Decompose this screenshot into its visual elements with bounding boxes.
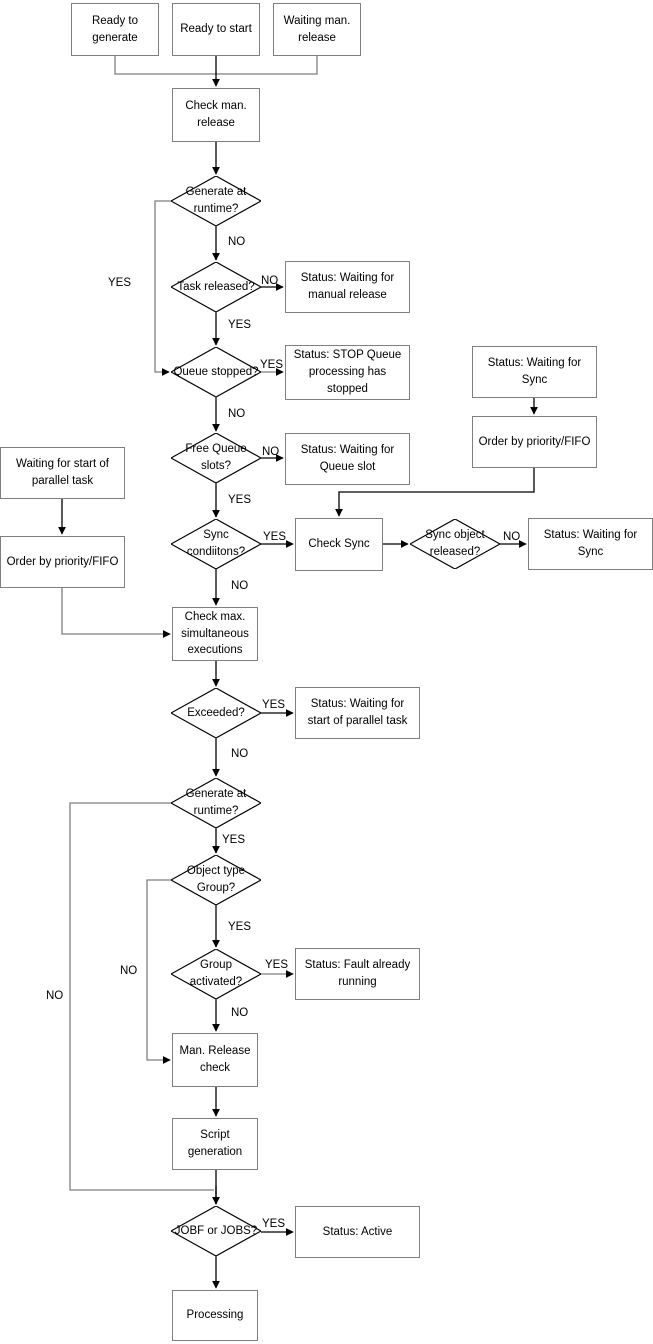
node-label: Ready to start	[180, 23, 252, 36]
edge-label-lbl-no-free-queue: NO	[262, 446, 280, 458]
node-script-generation: Script generation	[172, 1118, 258, 1170]
node-waiting-man-release: Waiting man. release	[273, 3, 361, 56]
edge-label-lbl-yes-generate-2: YES	[222, 834, 246, 846]
node-task-released: Task released?	[171, 262, 261, 312]
diamond-shape	[410, 519, 500, 569]
node-order-by-priority-left: Order by priority/FIFO	[0, 536, 125, 588]
node-label: Man. Release check	[179, 1045, 251, 1074]
edge-label-lbl-no-generate-2: NO	[46, 990, 64, 1002]
node-label: Generate at runtime?	[185, 186, 247, 215]
edge-label-lbl-no-queue: NO	[228, 408, 246, 420]
node-label: Processing	[186, 1309, 244, 1322]
diamond-shape	[171, 1206, 261, 1256]
node-label: Status: Active	[322, 1225, 393, 1238]
node-man-release-check: Man. Release check	[172, 1033, 258, 1087]
node-check-sync: Check Sync	[295, 518, 383, 571]
edge-label-lbl-yes-jobf: YES	[262, 1218, 286, 1230]
node-label: Waiting for start of parallel task	[16, 458, 109, 487]
node-label: Status: Waiting for manual release	[300, 272, 395, 301]
node-sync-conditions: Sync condiitons?	[171, 519, 261, 569]
node-status-stop-queue: Status: STOP Queue processing has stoppe…	[285, 345, 410, 400]
node-ready-to-generate: Ready to generate	[71, 3, 159, 56]
node-label: JOBF or JOBS?	[174, 1224, 258, 1237]
diamond-shape	[171, 176, 261, 226]
node-label: Script generation	[187, 1129, 243, 1158]
node-label: Order by priority/FIFO	[6, 555, 119, 568]
node-sync-object-released: Sync object released?	[410, 519, 500, 569]
node-exceeded: Exceeded?	[171, 688, 261, 738]
edge-label-lbl-yes-free-queue: YES	[228, 494, 252, 506]
edge-label-lbl-yes-object-type: YES	[228, 921, 252, 933]
diamond-shape	[171, 347, 261, 397]
node-label: Check max. simultaneous executions	[181, 610, 249, 657]
node-label: Generate at runtime?	[185, 788, 247, 817]
node-label: Ready to generate	[91, 14, 139, 44]
edge-label-lbl-yes-group-act: YES	[265, 959, 289, 971]
node-label: Group activated?	[189, 959, 243, 988]
node-label: Task released?	[177, 280, 255, 293]
node-status-active: Status: Active	[295, 1206, 420, 1258]
node-check-man-release: Check man. release	[172, 88, 260, 142]
edge-label-lbl-yes-task-released: YES	[228, 319, 252, 331]
node-label: Free Queue slots?	[185, 443, 247, 472]
node-label: Status: Fault already running	[304, 959, 411, 988]
node-status-waiting-sync-bot: Status: Waiting for Sync	[528, 518, 653, 570]
node-status-fault-running: Status: Fault already running	[295, 948, 420, 1000]
edge-label-lbl-no-sync-object: NO	[503, 531, 521, 543]
diamond-shape	[171, 688, 261, 738]
diamond-shape	[171, 433, 261, 483]
node-waiting-start-parallel: Waiting for start of parallel task	[0, 447, 125, 499]
node-label: Check man. release	[185, 100, 247, 129]
node-label: Status: Waiting for start of parallel ta…	[307, 698, 408, 727]
edge-label-lbl-yes-generate-1: YES	[108, 277, 132, 289]
node-generate-at-runtime-2: Generate at runtime?	[171, 778, 261, 828]
node-queue-stopped: Queue stopped?	[171, 347, 261, 397]
node-generate-at-runtime-1: Generate at runtime?	[171, 176, 261, 226]
node-label: Status: Waiting for Sync	[543, 529, 638, 558]
node-group-activated: Group activated?	[171, 949, 261, 999]
node-label: Sync object released?	[425, 529, 485, 558]
node-label: Status: Waiting for Sync	[487, 357, 582, 386]
node-label: Queue stopped?	[173, 365, 259, 378]
node-label: Check Sync	[308, 538, 370, 551]
node-status-waiting-sync-top: Status: Waiting for Sync	[472, 346, 597, 398]
edge-label-lbl-no-task-released: NO	[261, 275, 279, 287]
diamond-shape	[171, 262, 261, 312]
edge-label-lbl-no-object-type: NO	[120, 965, 138, 977]
node-label: Object type Group?	[186, 865, 246, 894]
edge-label-lbl-yes-queue: YES	[260, 359, 284, 371]
node-processing: Processing	[172, 1290, 258, 1341]
node-status-waiting-queue-slot: Status: Waiting for Queue slot	[285, 433, 410, 485]
node-label: Waiting man. release	[283, 14, 351, 44]
edge-label-lbl-no-exceeded: NO	[231, 748, 249, 760]
node-status-waiting-manual: Status: Waiting for manual release	[285, 261, 410, 313]
diamond-shape	[171, 519, 261, 569]
edge-label-lbl-yes-sync: YES	[263, 531, 287, 543]
edge-label-lbl-no-group-act: NO	[231, 1007, 249, 1019]
edge-label-lbl-yes-exceeded: YES	[262, 699, 286, 711]
edge-label-lbl-no-generate-1: NO	[228, 236, 246, 248]
node-ready-to-start: Ready to start	[172, 3, 260, 56]
edge-label-lbl-no-sync: NO	[231, 580, 249, 592]
node-label: Sync condiitons?	[186, 529, 246, 558]
node-status-waiting-parallel: Status: Waiting for start of parallel ta…	[295, 687, 420, 739]
node-order-by-priority-right: Order by priority/FIFO	[472, 416, 597, 468]
node-label: Exceeded?	[187, 706, 245, 719]
node-free-queue-slots: Free Queue slots?	[171, 433, 261, 483]
node-label: Order by priority/FIFO	[478, 435, 591, 448]
node-label: Status: STOP Queue processing has stoppe…	[293, 349, 402, 395]
node-jobf-or-jobs: JOBF or JOBS?	[171, 1206, 261, 1256]
node-label: Status: Waiting for Queue slot	[300, 444, 395, 473]
node-object-type-group: Object type Group?	[171, 855, 261, 905]
node-check-max-simultaneous: Check max. simultaneous executions	[172, 607, 258, 661]
